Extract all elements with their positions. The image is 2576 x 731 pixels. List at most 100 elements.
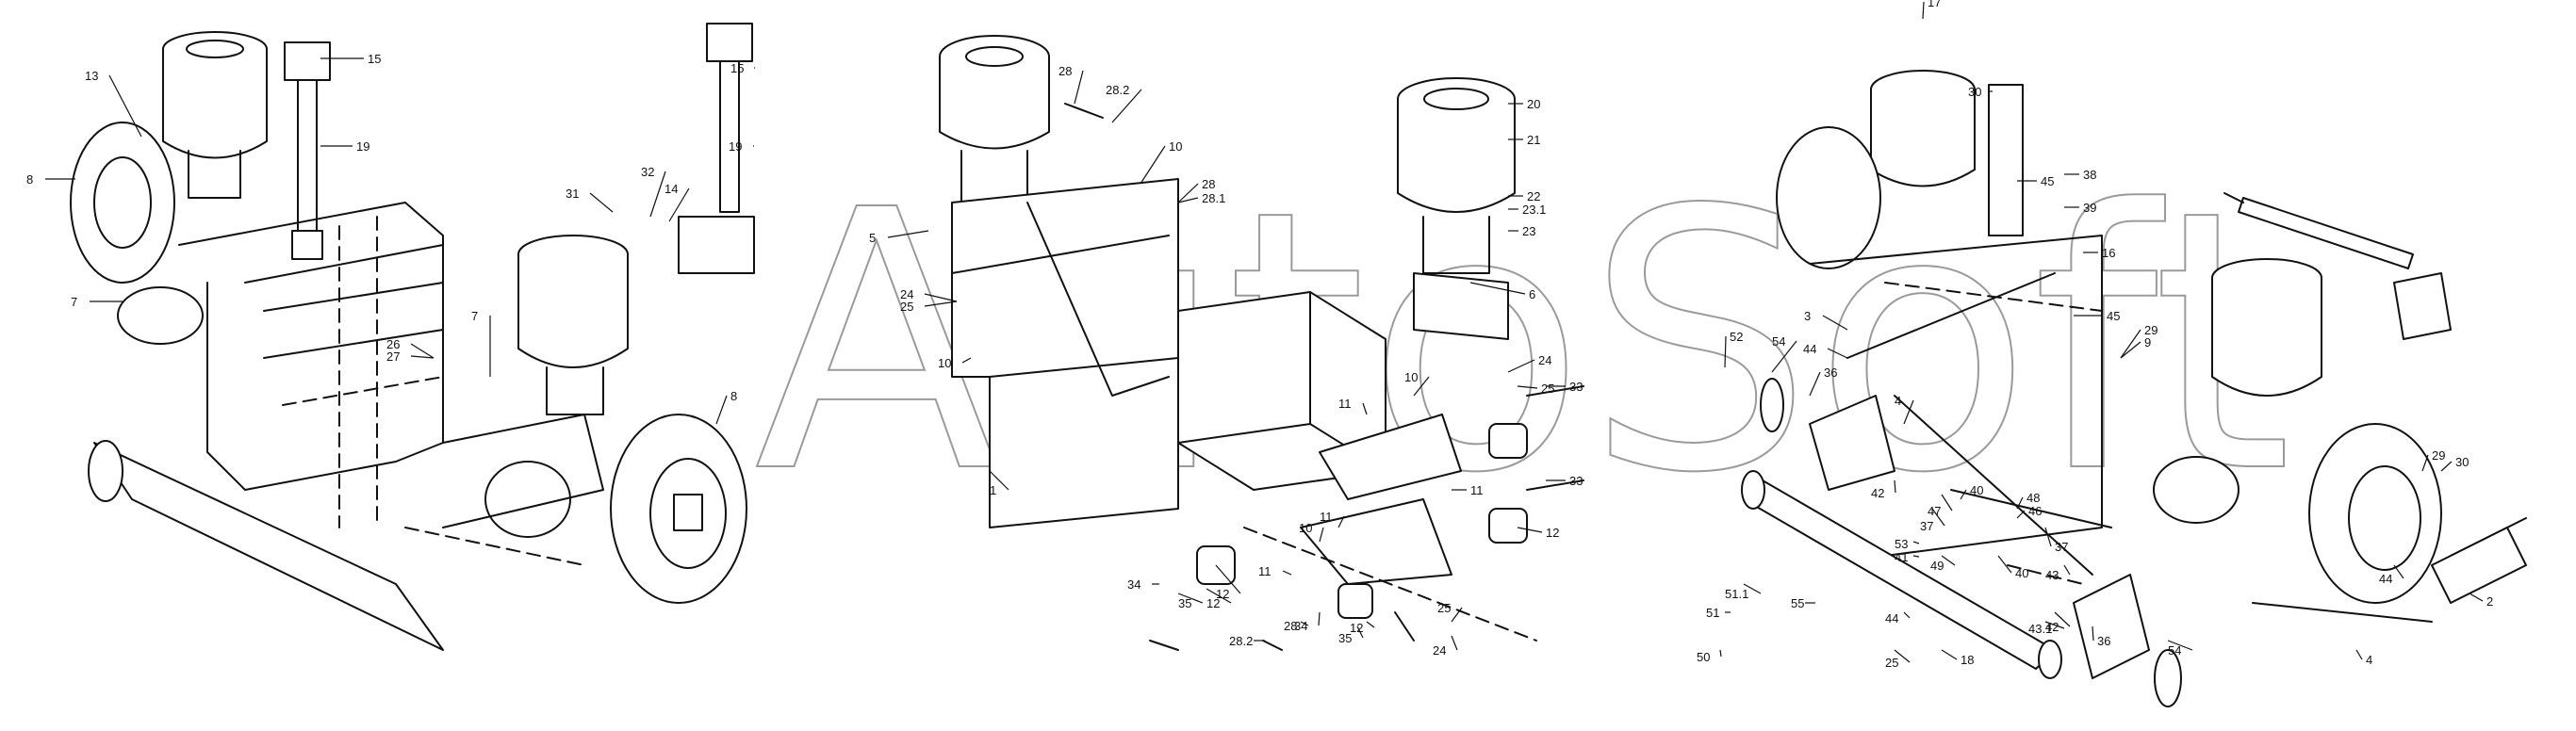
callout-28-1: 28.1	[1177, 191, 1225, 205]
callout-number: 12	[1206, 596, 1220, 610]
leader-line	[1413, 376, 1430, 397]
callout-number: 28.2	[1229, 634, 1253, 648]
callout-19: 19	[320, 139, 369, 154]
callout-number: 2	[2486, 594, 2493, 609]
callout-number: 24	[1538, 353, 1551, 367]
callout-45: 45	[2017, 174, 2054, 188]
leader-line	[589, 192, 614, 213]
callout-number: 4	[1895, 394, 1901, 408]
callout-number: 12	[1350, 621, 1363, 635]
callout-11: 11	[1338, 397, 1368, 415]
callout-11: 11	[1452, 483, 1484, 497]
leader-line	[2063, 564, 2071, 576]
callout-19: 19	[729, 139, 754, 154]
leader-line	[2120, 341, 2141, 359]
callout-number: 40	[2015, 566, 2028, 580]
callout-26: 26	[386, 337, 435, 359]
leader-line	[1931, 508, 1945, 527]
leader-line	[2092, 625, 2094, 642]
callout-number: 33	[1569, 380, 1583, 394]
callout-9: 9	[2120, 335, 2151, 359]
callout-12: 12	[1206, 588, 1232, 610]
leader-line	[410, 343, 435, 359]
callout-number: 24	[1433, 643, 1446, 658]
leader-line	[1719, 649, 1722, 658]
callout-number: 35	[1338, 631, 1352, 645]
callout-10: 10	[938, 356, 972, 370]
callout-number: 6	[1529, 287, 1535, 301]
callout-10: 10	[1140, 139, 1182, 185]
callout-14: 14	[665, 182, 690, 222]
leader-line	[1366, 621, 1375, 628]
callout-8: 8	[26, 172, 75, 187]
callout-10: 10	[1299, 521, 1324, 543]
callout-42: 42	[1871, 479, 1896, 500]
callout-30: 30	[1968, 85, 1993, 99]
leader-line	[1517, 527, 1543, 533]
leader-line	[2120, 329, 2141, 359]
callout-13: 13	[85, 69, 142, 138]
callout-28: 28	[1058, 64, 1084, 105]
callout-number: 31	[566, 187, 579, 201]
callout-34: 34	[1294, 611, 1321, 633]
leader-line	[1960, 489, 1967, 500]
callout-number: 10	[1169, 139, 1182, 154]
leader-line	[2016, 496, 2024, 510]
callout-27: 27	[386, 349, 435, 364]
callout-number: 45	[2041, 174, 2054, 188]
callout-17: 17	[1922, 0, 1941, 20]
callout-number: 43.1	[2028, 622, 2052, 636]
leader-line	[2054, 611, 2071, 627]
callout-20: 20	[1508, 97, 1540, 111]
leader-line	[1912, 555, 1920, 558]
callout-29: 29	[2120, 323, 2158, 359]
callout-number: 18	[1961, 653, 1974, 667]
callout-55: 55	[1791, 596, 1815, 610]
leader-line	[1894, 649, 1911, 663]
callout-number: 15	[730, 61, 744, 75]
callout-number: 1	[990, 483, 996, 497]
callout-number: 11	[1338, 397, 1352, 411]
callout-labels: 1387151931321415197262782828.21052828.12…	[26, 0, 2493, 670]
callout-5: 5	[869, 230, 929, 245]
leader-line	[1362, 402, 1368, 415]
left-assembly	[70, 23, 755, 651]
callout-number: 55	[1791, 596, 1804, 610]
leader-line	[1771, 340, 1797, 373]
callout-number: 44	[2379, 572, 2392, 586]
leader-line	[410, 355, 435, 359]
callout-number: 12	[1216, 587, 1229, 601]
callout-51: 51	[1706, 606, 1731, 620]
callout-30: 30	[2440, 455, 2469, 472]
leader-line	[1517, 385, 1538, 389]
leader-line	[1177, 183, 1199, 203]
callout-number: 15	[368, 52, 381, 66]
callout-54: 54	[1771, 334, 1797, 373]
callout-10: 10	[1404, 370, 1430, 397]
callout-53: 53	[1895, 537, 1920, 551]
callout-12: 12	[1517, 526, 1559, 540]
callout-number: 30	[1968, 85, 1981, 99]
callout-number: 50	[1697, 650, 1710, 664]
callout-2: 2	[2469, 593, 2493, 609]
leader-line	[1743, 583, 1762, 594]
callout-number: 11	[1320, 510, 1333, 524]
callout-51-1: 51.1	[1725, 583, 1762, 601]
callout-48: 48	[2016, 491, 2040, 510]
leader-line	[715, 395, 728, 425]
right-assembly	[1741, 70, 2527, 707]
callout-number: 11	[1470, 483, 1484, 497]
leader-line	[1809, 371, 1821, 397]
callout-40: 40	[1960, 483, 1983, 500]
callout-number: 44	[1885, 611, 1898, 625]
callout-54: 54	[2167, 640, 2193, 658]
callout-number: 23	[1522, 224, 1535, 238]
callout-number: 10	[1299, 521, 1312, 535]
callout-11: 11	[1320, 510, 1345, 528]
leader-line	[1822, 315, 1848, 331]
callout-number: 33	[1569, 474, 1583, 488]
leader-line	[1903, 399, 1914, 425]
leader-line	[1724, 335, 1727, 368]
callout-number: 48	[2026, 491, 2040, 505]
leader-line	[924, 301, 958, 307]
